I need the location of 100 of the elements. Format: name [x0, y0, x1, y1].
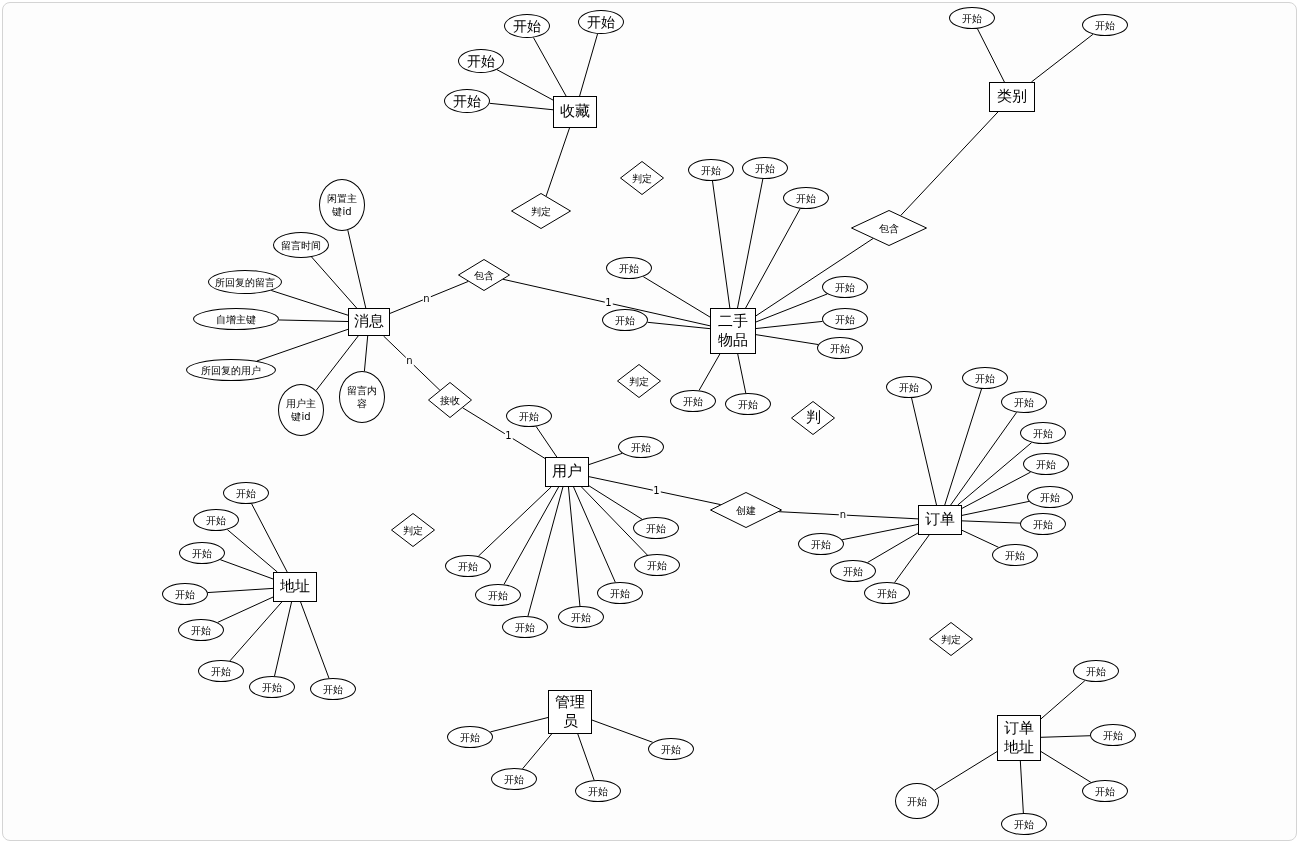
connector-line [950, 411, 1018, 506]
edge-label: 1 [604, 298, 613, 308]
entity-label: 地址 [280, 577, 310, 597]
relationship-diamond [929, 622, 973, 656]
connector-line [961, 500, 1030, 516]
connector-line [581, 486, 648, 556]
connector-line [737, 353, 747, 394]
connector-line [502, 278, 711, 327]
attribute-label: 开始 [738, 397, 758, 411]
connector-line [535, 425, 558, 458]
connector-line [1019, 760, 1024, 814]
connector-line [278, 319, 349, 323]
attribute-label: 开始 [1033, 426, 1053, 440]
attribute-label: 开始 [571, 610, 591, 624]
attribute-label: 所回复的用户 [201, 363, 261, 377]
relationship-label: 判定 [403, 523, 423, 537]
attribute-label: 开始 [191, 623, 211, 637]
connector-line [462, 407, 546, 459]
connector-line [755, 293, 828, 323]
connector-line [251, 503, 288, 573]
attribute-label: 开始 [619, 261, 639, 275]
attribute-label: 开始 [1095, 784, 1115, 798]
connector-line [755, 334, 819, 346]
attribute-label: 开始 [877, 586, 897, 600]
attribute-label: 所回复的留言 [215, 275, 275, 289]
attribute-label: 开始 [907, 794, 927, 808]
connector-line [577, 733, 595, 781]
connector-line [347, 229, 367, 309]
attribute-label: 留言内容 [346, 384, 378, 410]
connector-line [300, 601, 330, 679]
attribute-label: 开始 [1095, 18, 1115, 32]
attribute-label: 开始 [175, 587, 195, 601]
connector-line [642, 276, 711, 318]
attribute-label: 闲置主键id [326, 192, 358, 218]
attribute-label: 开始 [1005, 548, 1025, 562]
attribute-label: 开始 [683, 394, 703, 408]
attribute-label: 开始 [975, 371, 995, 385]
relationship-diamond [458, 259, 510, 291]
attribute-label: 开始 [796, 191, 816, 205]
connector-line [976, 28, 1005, 83]
connector-line [778, 511, 919, 520]
attribute-label: 开始 [755, 161, 775, 175]
attribute-label: 开始 [899, 380, 919, 394]
attribute-label: 留言时间 [281, 238, 321, 252]
connector-line [503, 486, 560, 585]
connector-line [588, 485, 643, 520]
connector-line [900, 111, 999, 217]
attribute-label: 开始 [504, 772, 524, 786]
entity-label: 订单地址 [1003, 718, 1035, 758]
attribute-label: 开始 [661, 742, 681, 756]
entity-box [348, 308, 390, 336]
relationship-diamond [620, 161, 664, 195]
relationship-label: 判定 [941, 632, 961, 646]
attribute-label: 开始 [1086, 664, 1106, 678]
connector-line [588, 476, 722, 506]
connector-line [383, 335, 441, 391]
attribute-label: 开始 [962, 11, 982, 25]
attribute-label: 开始 [1014, 395, 1034, 409]
edge-label: n [405, 356, 414, 366]
connector-line [207, 587, 274, 594]
attribute-label: 开始 [1103, 728, 1123, 742]
entity-label: 收藏 [560, 102, 590, 122]
attribute-label: 开始 [615, 313, 635, 327]
attribute-label: 开始 [460, 730, 480, 744]
attribute-label: 开始 [843, 564, 863, 578]
attribute-label: 开始 [1033, 517, 1053, 531]
attribute-label: 用户主键id [285, 397, 317, 423]
attribute-label: 开始 [211, 664, 231, 678]
connector-line [274, 601, 293, 677]
connector-line [579, 33, 599, 97]
attribute-label: 开始 [610, 586, 630, 600]
relationship-label: 判定 [632, 171, 652, 185]
connector-line [841, 523, 919, 541]
attribute-label: 开始 [835, 312, 855, 326]
connector-line [1040, 680, 1086, 720]
attribute-label: 开始 [1036, 457, 1056, 471]
connector-line [573, 486, 616, 583]
connector-line [745, 208, 801, 309]
entity-box [553, 96, 597, 128]
relationship-diamond [851, 210, 927, 246]
edge-label: n [838, 510, 848, 520]
entity-label: 管理员 [554, 692, 586, 732]
attribute-label: 开始 [458, 559, 478, 573]
connector-line [389, 280, 469, 314]
attribute-label: 开始 [488, 588, 508, 602]
relationship-label: 判定 [531, 204, 551, 218]
entity-box [545, 457, 589, 487]
attribute-label: 开始 [1040, 490, 1060, 504]
connector-line [217, 596, 274, 623]
attribute-label: 开始 [835, 280, 855, 294]
connector-line [477, 486, 552, 557]
attribute-label: 开始 [587, 12, 615, 32]
attribute-label: 开始 [513, 16, 541, 36]
relationship-diamond [391, 513, 435, 547]
entity-box [918, 505, 962, 535]
connector-line [489, 717, 549, 733]
attribute-label: 开始 [467, 51, 495, 71]
attribute-label: 开始 [519, 409, 539, 423]
connector-line [698, 353, 721, 391]
relationship-diamond [617, 364, 661, 398]
